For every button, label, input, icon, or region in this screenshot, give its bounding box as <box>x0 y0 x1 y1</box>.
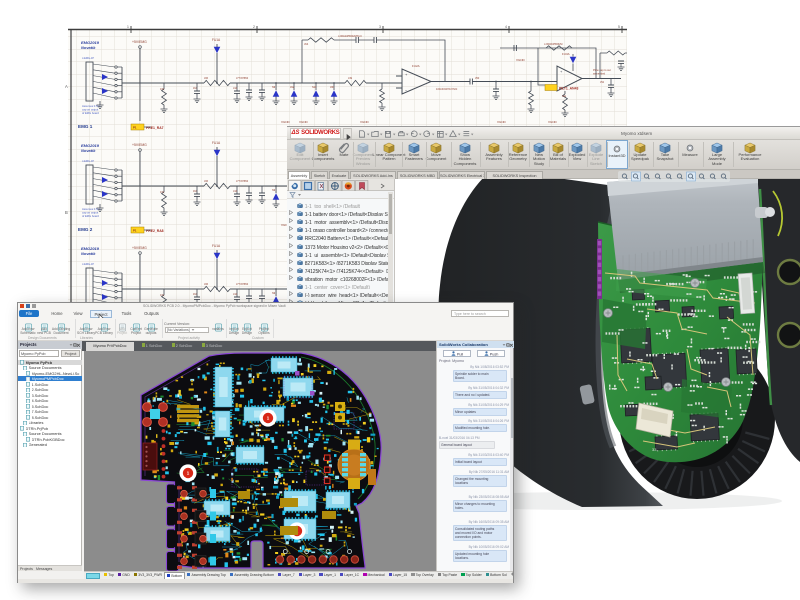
svg-text:J06: J06 <box>204 283 209 286</box>
svg-text:5: 5 <box>618 25 620 29</box>
svg-text:J77/N7650: J77/N7650 <box>236 180 249 183</box>
svg-text:+5V/EMG: +5V/EMG <box>132 40 147 44</box>
svg-text:EMG2019: EMG2019 <box>81 40 100 45</box>
svg-text:47k: 47k <box>160 191 165 194</box>
svg-text:FILT1_AN43: FILT1_AN43 <box>559 87 578 91</box>
svg-text:FU1A: FU1A <box>212 38 221 42</box>
svg-text:VGND: VGND <box>548 120 558 124</box>
svg-text:1: 1 <box>187 471 190 476</box>
svg-text:J77/N7650: J77/N7650 <box>236 283 249 286</box>
svg-text:1M: 1M <box>193 293 196 296</box>
svg-text:J44: J44 <box>233 87 238 90</box>
svg-text:N9: N9 <box>272 292 276 295</box>
svg-text:J0b: J0b <box>330 86 335 89</box>
svg-text:J-EMG-JP: J-EMG-JP <box>82 56 94 60</box>
svg-text:A: A <box>65 84 68 89</box>
svg-text:B: B <box>65 210 68 215</box>
svg-text:cap on output: cap on output <box>82 108 99 112</box>
svg-text:+: + <box>405 72 408 77</box>
svg-text:+5V/EMG: +5V/EMG <box>132 246 147 250</box>
svg-text:EMG 2: EMG 2 <box>78 227 93 232</box>
svg-text:47k: 47k <box>160 294 165 297</box>
svg-text:FU1A: FU1A <box>212 141 221 145</box>
svg-text:FU1A: FU1A <box>212 244 221 248</box>
svg-text:10k: 10k <box>562 95 567 98</box>
svg-text:2: 2 <box>253 25 255 29</box>
svg-text:−: − <box>405 88 408 93</box>
svg-text:J77/N7650: J77/N7650 <box>236 77 249 80</box>
svg-text:47k: 47k <box>160 88 165 91</box>
svg-text:J49: J49 <box>348 77 353 80</box>
svg-text:3: 3 <box>379 25 381 29</box>
svg-text:J44: J44 <box>233 293 238 296</box>
svg-text:1: 1 <box>127 25 129 29</box>
svg-text:1M: 1M <box>193 190 196 193</box>
svg-text:P1: P1 <box>133 229 137 233</box>
svg-text:33: 33 <box>652 447 657 452</box>
svg-text:cap on output: cap on output <box>82 211 99 215</box>
svg-text:J06: J06 <box>204 77 209 80</box>
svg-text:as needed: as needed <box>593 72 606 76</box>
svg-text:J52: J52 <box>600 81 605 84</box>
svg-text:1: 1 <box>267 416 270 421</box>
svg-text:VGND: VGND <box>497 120 507 124</box>
svg-text:J06: J06 <box>204 180 209 183</box>
svg-text:Assumes 0.5uF: Assumes 0.5uF <box>82 104 101 108</box>
svg-text:J-EMG-JP: J-EMG-JP <box>82 262 94 266</box>
svg-text:VGND: VGND <box>516 58 526 62</box>
svg-text:PRE1_RA7: PRE1_RA7 <box>146 126 164 130</box>
svg-text:VGND: VGND <box>281 223 291 227</box>
svg-text:VGND: VGND <box>360 120 370 124</box>
svg-text:EMG2019: EMG2019 <box>81 246 100 251</box>
svg-text:J-0044/4550/2M7LN: J-0044/4550/2M7LN <box>338 34 362 38</box>
svg-text:Assumes 0.5uF: Assumes 0.5uF <box>82 207 101 211</box>
svg-text:Plow cap to out: Plow cap to out <box>593 68 611 72</box>
svg-text:+: + <box>560 69 563 74</box>
svg-text:J64: J64 <box>304 42 309 46</box>
svg-text:FU3A: FU3A <box>562 52 570 56</box>
svg-text:EMG 1: EMG 1 <box>78 124 93 129</box>
svg-text:100nF/047/1N7LN: 100nF/047/1N7LN <box>436 87 457 91</box>
svg-text:4: 4 <box>505 25 507 29</box>
svg-text:N11: N11 <box>312 86 317 89</box>
svg-text:FU2A: FU2A <box>412 64 420 68</box>
svg-text:of EMG board: of EMG board <box>82 111 99 115</box>
svg-text:P1: P1 <box>133 126 137 130</box>
svg-text:−: − <box>560 85 563 90</box>
svg-text:J44: J44 <box>233 190 238 193</box>
svg-text:Novatik: Novatik <box>81 251 96 256</box>
svg-text:Novatik: Novatik <box>81 45 96 50</box>
svg-text:VGND: VGND <box>299 120 309 124</box>
svg-text:Novatik: Novatik <box>81 148 96 153</box>
svg-text:EMG2019: EMG2019 <box>81 143 100 148</box>
svg-text:J-0046/4550UM: J-0046/4550UM <box>544 42 562 46</box>
svg-text:PRE2_RA8: PRE2_RA8 <box>146 229 164 233</box>
svg-text:J-EMG-JP: J-EMG-JP <box>82 159 94 163</box>
svg-text:N9: N9 <box>272 86 276 89</box>
svg-text:of EMG board: of EMG board <box>82 214 99 218</box>
svg-text:J0a: J0a <box>290 86 295 89</box>
svg-text:J50: J50 <box>475 76 480 80</box>
svg-text:1M: 1M <box>193 87 196 90</box>
svg-text:N9: N9 <box>272 189 276 192</box>
svg-text:+5V/EMG: +5V/EMG <box>132 143 147 147</box>
svg-text:VGND: VGND <box>281 120 291 124</box>
